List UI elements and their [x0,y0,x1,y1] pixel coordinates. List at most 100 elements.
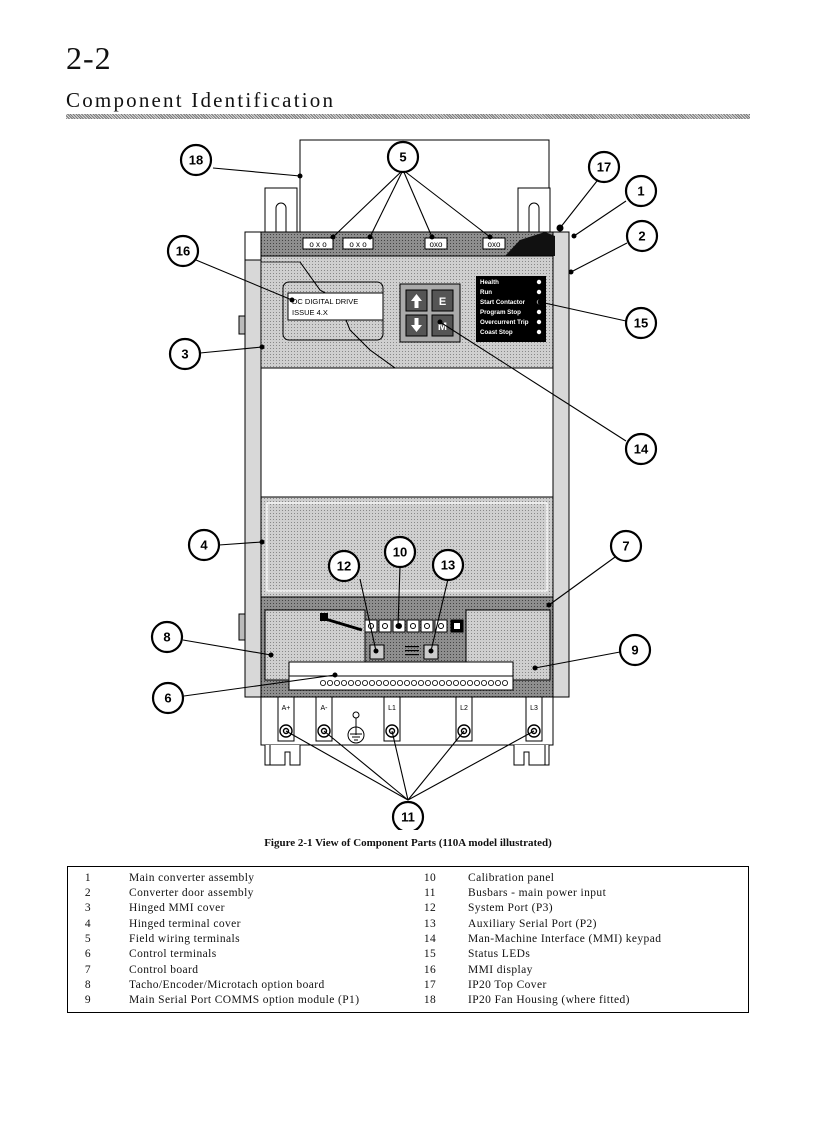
leader-lines [182,167,628,801]
svg-text:10: 10 [393,545,407,560]
callout-11: 11 [391,800,425,830]
callout-16: 16 [166,234,200,268]
legend-number: 13 [423,918,437,930]
legend-number: 6 [84,948,92,960]
callout-1: 1 [624,174,658,208]
led-label-health: Health [480,279,499,286]
display-line-2: ISSUE 4.X [292,308,328,317]
top-mounting-bracket-right [517,187,551,233]
callout-15: 15 [624,306,658,340]
arrow-down-icon [411,318,422,332]
legend-text: Man-Machine Interface (MMI) keypad [468,933,662,945]
svg-text:oxo: oxo [430,240,443,249]
legend-number: 14 [423,933,437,945]
legend-number: 3 [84,902,92,914]
legend-text: Tacho/Encoder/Microtach option board [129,979,325,991]
svg-text:15: 15 [634,316,648,331]
legend-text: Converter door assembly [129,887,254,899]
svg-text:16: 16 [176,244,190,259]
legend-number: 1 [84,872,92,884]
legend-text: IP20 Fan Housing (where fitted) [468,994,630,1006]
svg-text:o x o: o x o [309,240,327,249]
legend-number: 10 [423,872,437,884]
page-title: Component Identification [66,88,336,112]
legend-text: Hinged terminal cover [129,918,241,930]
callout-8: 8 [150,620,184,654]
legend-text: Auxiliary Serial Port (P2) [468,918,597,930]
svg-text:11: 11 [401,810,415,825]
component-legend: 1 Main converter assembly 2 Converter door… [67,866,749,1013]
callout-5: 5 [386,140,420,174]
keypad-key-e: E [431,289,454,312]
field-wiring-terminals: o x o o x o oxo oxo [302,237,506,250]
svg-text:2: 2 [638,229,645,244]
legend-number: 4 [84,918,92,930]
led-label-start-contactor: Start Contactor [480,299,526,306]
display-line-1: DC DIGITAL DRIVE [292,297,358,306]
legend-number: 17 [423,979,437,991]
led-label-overcurrent-trip: Overcurrent Trip [480,319,529,326]
mmi-display [287,292,384,321]
legend-number: 16 [423,964,437,976]
callout-12: 12 [327,549,361,583]
busbar-label-l3: L3 [530,705,538,712]
svg-text:8: 8 [163,630,170,645]
legend-number: 15 [423,948,437,960]
svg-text:oxo: oxo [488,240,501,249]
svg-text:6: 6 [164,691,171,706]
component-diagram: o x o o x o oxo oxo DC DIGITAL DRIVE ISS… [150,139,659,830]
earth-ground-icon [347,711,365,744]
side-rail-left [244,231,262,698]
legend-text: Hinged MMI cover [129,902,225,914]
legend-text: MMI display [468,964,533,976]
door-blank-panel [260,367,554,498]
legend-number: 11 [424,887,436,899]
top-mounting-bracket-left [264,187,298,233]
svg-text:o x o: o x o [349,240,367,249]
legend-text: IP20 Top Cover [468,979,547,991]
arrow-up-icon [411,294,422,308]
led-label-program-stop: Program Stop [480,309,521,316]
legend-number: 7 [84,964,92,976]
svg-text:14: 14 [634,442,649,457]
svg-text:3: 3 [181,347,188,362]
svg-text:4: 4 [200,538,208,553]
busbar-base [260,696,554,746]
legend-text: Calibration panel [468,872,555,884]
legend-text: Main converter assembly [129,872,255,884]
legend-text: Busbars - main power input [468,887,607,899]
callout-13: 13 [431,548,465,582]
legend-number: 9 [84,994,92,1006]
legend-text: System Port (P3) [468,902,553,914]
legend-number: 5 [84,933,92,945]
keypad-key-down [405,314,428,337]
svg-text:1: 1 [637,184,644,199]
legend-text: Control terminals [129,948,217,960]
title-rule [66,114,750,119]
busbar-label-l2: L2 [460,705,468,712]
led-label-coast-stop: Coast Stop [480,329,513,336]
legend-number: 18 [423,994,437,1006]
status-led-dots [536,279,542,335]
callout-7: 7 [609,529,643,563]
legend-text: Status LEDs [468,948,531,960]
callout-4: 4 [187,528,221,562]
page-number: 2-2 [66,40,112,76]
legend-text: Main Serial Port COMMS option module (P1… [129,994,360,1006]
legend-text: Control board [129,964,199,976]
svg-text:18: 18 [189,153,203,168]
busbar-label-a-plus: A+ [282,705,291,712]
key-e-label: E [439,296,446,308]
key-m-label: M [438,321,447,333]
legend-text: Field wiring terminals [129,933,241,945]
callout-3: 3 [168,337,202,371]
busbar-label-a-minus: A- [321,705,329,712]
legend-number: 2 [84,887,92,899]
figure-caption: Figure 2-1 View of Component Parts (110A… [264,837,552,849]
svg-text:5: 5 [399,150,406,165]
callout-14: 14 [624,432,658,466]
legend-number: 12 [423,902,437,914]
busbar-label-l1: L1 [388,705,396,712]
leader-endpoints [259,173,577,678]
status-led-panel [476,276,546,342]
